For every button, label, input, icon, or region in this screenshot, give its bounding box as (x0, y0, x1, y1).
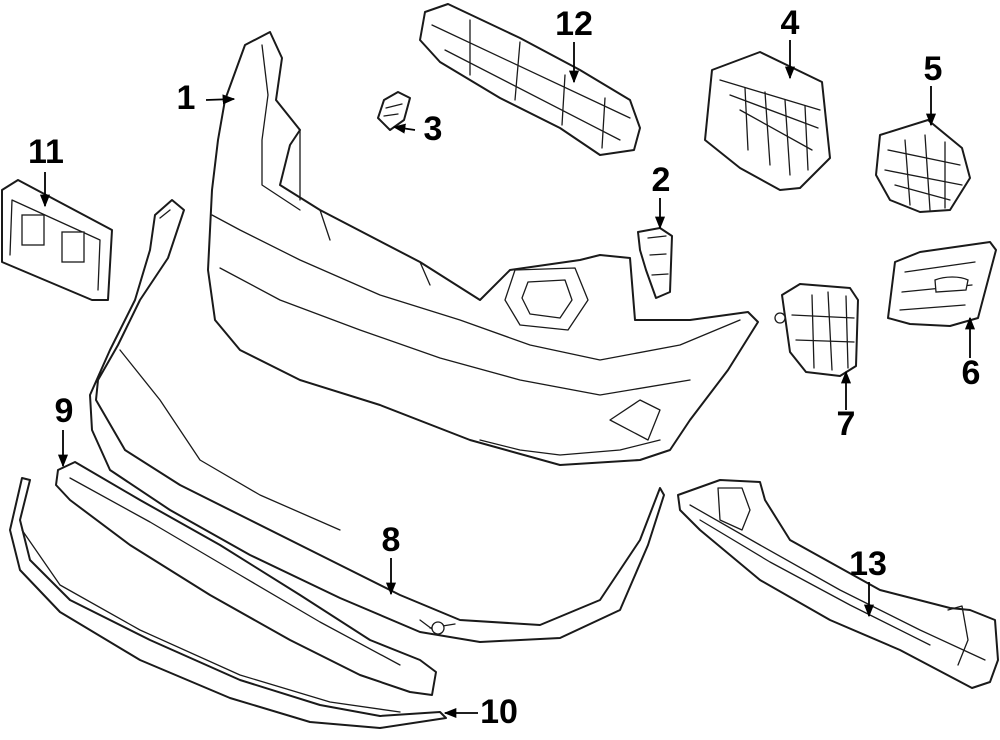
part-3-clip[interactable] (377, 91, 411, 131)
leader-1 (205, 94, 236, 105)
callout-1: 1 (177, 79, 196, 117)
part-6-bracket[interactable] (887, 241, 997, 327)
callout-7: 7 (837, 405, 856, 443)
callout-2: 2 (652, 161, 671, 199)
callout-12: 12 (555, 5, 593, 43)
callout-8: 8 (382, 521, 401, 559)
part-7-side-bracket[interactable] (774, 283, 859, 377)
callout-9: 9 (55, 392, 74, 430)
part-13-reinforcement-bar[interactable] (677, 479, 999, 689)
callout-4: 4 (781, 4, 800, 42)
callout-6: 6 (962, 354, 981, 392)
callout-11: 11 (28, 133, 64, 171)
callout-13: 13 (849, 545, 887, 583)
part-1-bumper-cover[interactable] (207, 31, 759, 466)
part-8-lower-valance[interactable] (89, 199, 665, 643)
part-12-energy-absorber[interactable] (419, 3, 641, 156)
leader-3 (392, 123, 416, 134)
part-10-bottom-strip[interactable] (9, 477, 447, 729)
part-9-lower-trim[interactable] (55, 461, 437, 696)
callout-10: 10 (480, 693, 518, 731)
callout-3: 3 (424, 110, 443, 148)
part-4-bracket[interactable] (704, 51, 831, 191)
part-5-bracket[interactable] (875, 119, 971, 213)
part-2-bracket[interactable] (637, 227, 673, 299)
callout-5: 5 (924, 50, 943, 88)
part-11-plate-bracket[interactable] (1, 179, 113, 301)
